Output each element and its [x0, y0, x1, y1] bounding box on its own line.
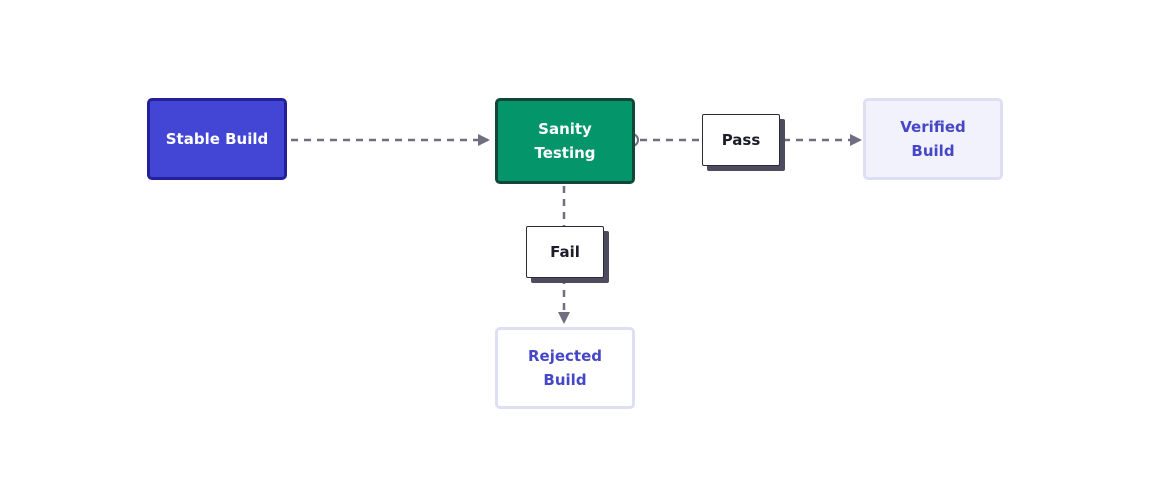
node-stable-build[interactable]: Stable Build: [147, 98, 287, 180]
edge-label-pass[interactable]: Pass: [702, 114, 780, 166]
node-verified-build[interactable]: Verified Build: [863, 98, 1003, 180]
edge-label-fail[interactable]: Fail: [526, 226, 604, 278]
node-rejected-build[interactable]: Rejected Build: [495, 327, 635, 409]
node-sanity-testing[interactable]: Sanity Testing: [495, 98, 635, 184]
